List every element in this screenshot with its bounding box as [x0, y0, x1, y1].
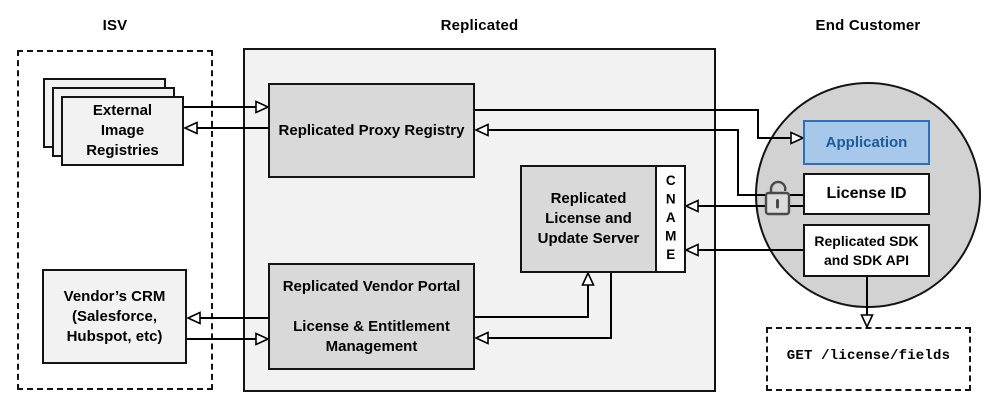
replicated-sdk-node: Replicated SDK and SDK API: [803, 224, 930, 277]
application-node: Application: [803, 120, 930, 165]
arrowhead-down: [860, 314, 874, 329]
vendor-crm-node: Vendor’s CRM (Salesforce, Hubspot, etc): [42, 269, 187, 364]
cname-label: CNAME: [663, 172, 679, 266]
get-license-fields-label: GET /license/fields: [786, 348, 951, 364]
license-update-server-node: Replicated License and Update Server CNA…: [520, 165, 686, 273]
external-image-registries-node: External Image Registries: [61, 96, 184, 166]
get-license-fields-box: [766, 327, 971, 391]
isv-title: ISV: [102, 16, 128, 34]
vendor-portal-subtitle: License & Entitlement Management: [293, 317, 450, 355]
license-update-server-label: Replicated License and Update Server: [537, 190, 640, 247]
license-id-node: License ID: [803, 173, 930, 215]
end-customer-title: End Customer: [815, 16, 921, 34]
replicated-title: Replicated: [440, 16, 519, 34]
proxy-registry-node: Replicated Proxy Registry: [268, 83, 475, 178]
cname-strip: CNAME: [655, 167, 684, 271]
vendor-portal-node: Replicated Vendor Portal License & Entit…: [268, 263, 475, 370]
vendor-portal-title: Replicated Vendor Portal: [282, 277, 461, 295]
